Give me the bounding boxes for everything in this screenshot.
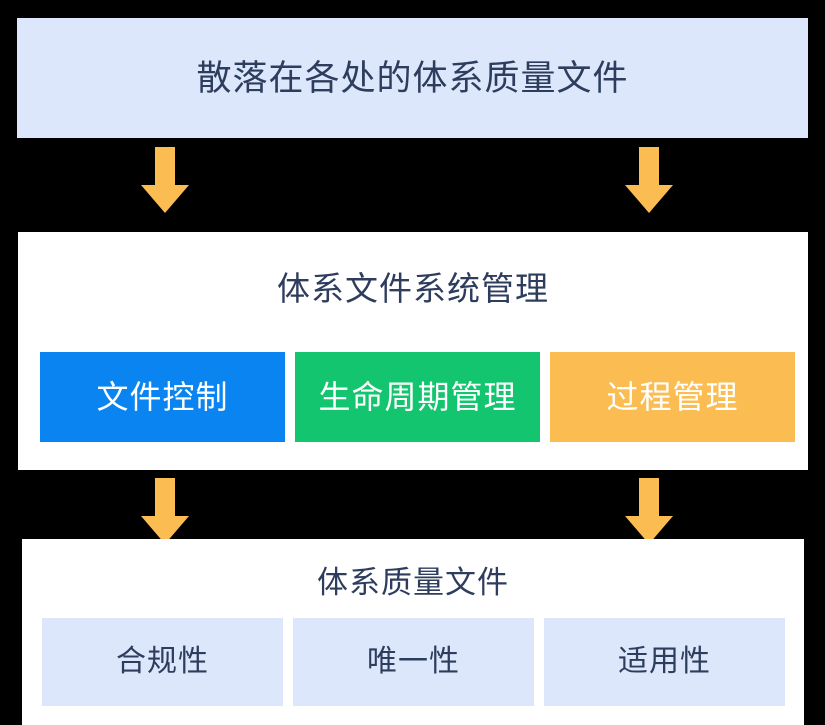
middle-tile-lifecycle-management[interactable]: 生命周期管理 xyxy=(295,352,540,442)
middle-tile-group: 文件控制 生命周期管理 过程管理 xyxy=(40,352,795,442)
arrow-top-left-icon xyxy=(141,147,189,213)
bottom-tile-uniqueness[interactable]: 唯一性 xyxy=(293,618,534,706)
bottom-tile-applicability[interactable]: 适用性 xyxy=(544,618,785,706)
top-panel: 散落在各处的体系质量文件 xyxy=(17,18,808,138)
bottom-tile-compliance[interactable]: 合规性 xyxy=(42,618,283,706)
middle-panel: 体系文件系统管理 文件控制 生命周期管理 过程管理 xyxy=(18,232,808,470)
arrow-mid-right-icon xyxy=(625,478,673,544)
middle-tile-document-control[interactable]: 文件控制 xyxy=(40,352,285,442)
top-panel-title: 散落在各处的体系质量文件 xyxy=(196,58,629,98)
bottom-panel-title: 体系质量文件 xyxy=(317,565,509,600)
middle-tile-process-management[interactable]: 过程管理 xyxy=(550,352,795,442)
bottom-tile-group: 合规性 唯一性 适用性 xyxy=(42,618,785,706)
arrow-mid-left-icon xyxy=(141,478,189,544)
middle-panel-title: 体系文件系统管理 xyxy=(277,270,549,307)
arrow-top-right-icon xyxy=(625,147,673,213)
bottom-panel: 体系质量文件 合规性 唯一性 适用性 xyxy=(22,539,804,725)
